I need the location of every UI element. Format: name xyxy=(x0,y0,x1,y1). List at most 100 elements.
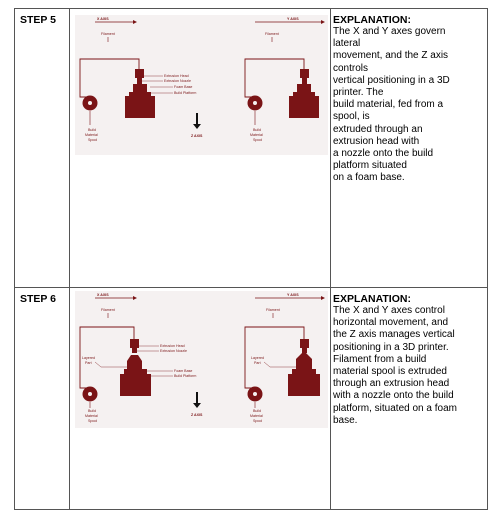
build-part xyxy=(133,84,147,92)
extrusion-head-label: Extrusion Head xyxy=(160,344,185,348)
explanation-line: positioning in a 3D printer. xyxy=(333,341,449,353)
x-axis-label: X AXIS xyxy=(97,17,109,21)
step-row: STEP 5 X AXIS Y AXIS Filament xyxy=(14,8,488,288)
extrusion-head-right xyxy=(300,339,309,348)
spool-label-1: Build xyxy=(88,409,96,413)
printer-diagram: X AXIS Y AXIS Filament xyxy=(75,291,328,428)
y-axis-arrowhead xyxy=(321,20,325,24)
filament-line-right xyxy=(244,58,305,98)
filament-label-right: Filament xyxy=(265,32,279,36)
spool-label-1: Build xyxy=(88,128,96,132)
spool-label-right-3: Spool xyxy=(253,419,262,423)
foam-base-label: Foam Base xyxy=(174,85,192,89)
spool-label-2: Material xyxy=(85,133,98,137)
z-axis-label: Z AXIS xyxy=(191,134,203,138)
layered-part-label-right-1: Layered xyxy=(251,356,264,360)
foam-base-right xyxy=(289,96,319,118)
explanation-line: through an extrusion head xyxy=(333,378,450,390)
step-row: STEP 6 X AXIS Y AXIS Filament xyxy=(14,287,488,510)
extrusion-head xyxy=(135,69,144,78)
x-axis-arrowhead xyxy=(133,296,137,300)
extrusion-head xyxy=(130,339,139,348)
explanation-cell: EXPLANATION: The X and Y axes govern lat… xyxy=(330,8,488,288)
z-axis-arrow xyxy=(196,113,198,124)
step-label: STEP 5 xyxy=(14,8,70,288)
spool-label-right-2: Material xyxy=(250,414,263,418)
z-axis-label: Z AXIS xyxy=(191,413,203,417)
filament-line-right xyxy=(244,326,305,389)
z-axis-arrow xyxy=(196,392,198,403)
explanation-line: on a foam base. xyxy=(333,172,405,184)
extrusion-nozzle-label: Extrusion Nozzle xyxy=(160,349,187,353)
spool-label-right-3: Spool xyxy=(253,138,262,142)
explanation-title: EXPLANATION: xyxy=(333,14,411,26)
build-part-right xyxy=(297,84,311,92)
z-axis-arrowhead xyxy=(193,124,201,129)
spool-label-right-1: Build xyxy=(253,409,261,413)
explanation-line: Filament from a build xyxy=(333,353,427,365)
explanation-title: EXPLANATION: xyxy=(333,293,411,305)
spool-label-2: Material xyxy=(85,414,98,418)
explanation-line: spool, is xyxy=(333,111,370,123)
explanation-line: vertical positioning in a 3D xyxy=(333,74,450,86)
foam-base xyxy=(120,374,151,396)
extrusion-nozzle xyxy=(137,78,142,84)
foam-base-right xyxy=(288,374,320,396)
spool-hub-right xyxy=(253,392,257,396)
spool-hub xyxy=(88,101,92,105)
spool-label-3: Spool xyxy=(88,138,97,142)
extrusion-nozzle xyxy=(132,348,137,353)
explanation-line: with a nozzle onto the build xyxy=(333,390,454,402)
y-axis-label: Y AXIS xyxy=(287,17,299,21)
explanation-line: movement, and the Z axis xyxy=(333,50,449,62)
build-platform-label: Build Platform xyxy=(174,374,196,378)
filament-label: Filament xyxy=(101,32,115,36)
spool-hub xyxy=(88,392,92,396)
explanation-line: extrusion head with xyxy=(333,135,420,147)
printer-diagram: X AXIS Y AXIS Filament xyxy=(75,15,328,155)
step-figure-cell: X AXIS Y AXIS Filament xyxy=(69,287,331,510)
explanation-line: lateral xyxy=(333,38,361,50)
explanation-line: base. xyxy=(333,414,358,426)
x-axis-arrowhead xyxy=(133,20,137,24)
y-axis-arrowhead xyxy=(321,296,325,300)
foam-base-label: Foam Base xyxy=(174,369,192,373)
spool-label-right-1: Build xyxy=(253,128,261,132)
explanation-line: the Z axis manages vertical xyxy=(333,329,455,341)
explanation-line: platform, situated on a foam xyxy=(333,402,457,414)
layered-part-pointer-right xyxy=(263,361,296,368)
layered-part-label-right-2: Part xyxy=(254,361,261,365)
step-figure-cell: X AXIS Y AXIS Filament xyxy=(69,8,331,288)
y-axis-label: Y AXIS xyxy=(287,293,299,297)
build-platform xyxy=(124,369,147,374)
filament-label: Filament xyxy=(101,308,115,312)
explanation-line: The X and Y axes govern xyxy=(333,26,446,37)
filament-line xyxy=(79,58,140,98)
build-platform xyxy=(129,92,151,96)
layered-part xyxy=(127,355,142,369)
spool-label-3: Spool xyxy=(88,419,97,423)
spool-label-right-2: Material xyxy=(250,133,263,137)
extrusion-nozzle-label: Extrusion Nozzle xyxy=(164,79,191,83)
extrusion-head-right xyxy=(300,69,309,78)
explanation-line: The X and Y axes control xyxy=(333,305,445,316)
explanation-line: horizontal movement, and xyxy=(333,317,449,329)
step-label: STEP 6 xyxy=(14,287,70,510)
explanation-line: printer. The xyxy=(333,87,384,99)
steps-table: STEP 5 X AXIS Y AXIS Filament xyxy=(14,8,488,510)
explanation-line: platform situated xyxy=(333,160,407,172)
layered-part-label-2: Part xyxy=(85,361,92,365)
build-platform-right xyxy=(293,92,315,96)
filament-label-right: Filament xyxy=(266,308,280,312)
foam-base xyxy=(125,96,155,118)
extrusion-nozzle-right xyxy=(302,78,307,84)
z-axis-arrowhead xyxy=(193,403,201,408)
explanation-line: material spool is extruded xyxy=(333,366,447,378)
build-platform-label: Build Platform xyxy=(174,91,196,95)
filament-line xyxy=(79,326,135,389)
layered-part-right xyxy=(296,351,312,369)
build-platform-right xyxy=(292,369,316,374)
explanation-cell: EXPLANATION: The X and Y axes control ho… xyxy=(330,287,488,510)
explanation-line: build material, fed from a xyxy=(333,99,444,111)
x-axis-label: X AXIS xyxy=(97,293,109,297)
